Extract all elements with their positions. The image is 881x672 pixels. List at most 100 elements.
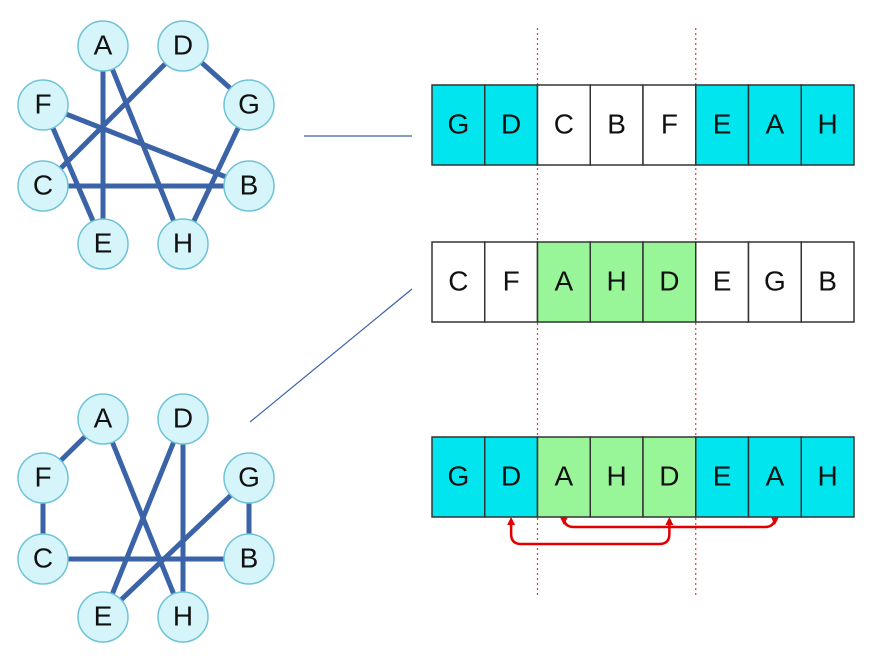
cell-background — [695, 436, 750, 518]
swap-arrows — [507, 516, 779, 546]
graph-bottom: A D F G C B E H — [17, 393, 275, 643]
node-circle — [157, 591, 209, 643]
sequence-cell: F — [484, 241, 539, 323]
sequence-cell: D — [642, 241, 697, 323]
sequence-cell: C — [431, 241, 486, 323]
node-e: E — [77, 218, 129, 270]
cell-background — [800, 241, 855, 323]
node-label: D — [173, 402, 193, 433]
cell-background — [747, 84, 802, 166]
sequence-cell: E — [695, 436, 750, 518]
sequence-cell: H — [800, 84, 855, 166]
sequence-cell: A — [536, 436, 591, 518]
cell-label: H — [607, 265, 627, 296]
cell-background — [431, 84, 486, 166]
node-label: C — [33, 542, 53, 573]
sequence-cell: D — [484, 436, 539, 518]
node-label: H — [173, 227, 193, 258]
sequence-cell: B — [800, 241, 855, 323]
cell-background — [800, 436, 855, 518]
node-circle — [17, 160, 69, 212]
cell-label: H — [607, 460, 627, 491]
graph-top: A D F G C B E H — [17, 20, 275, 270]
node-circle — [77, 393, 129, 445]
node-label: F — [34, 88, 51, 119]
node-circle — [77, 20, 129, 72]
node-g: G — [223, 452, 275, 504]
node-e: E — [77, 591, 129, 643]
node-circle — [17, 533, 69, 585]
node-f: F — [17, 79, 69, 131]
cell-background — [695, 241, 750, 323]
sequence-cell: A — [747, 84, 802, 166]
node-circle — [223, 79, 275, 131]
cell-label: E — [713, 460, 732, 491]
connector-bottom — [249, 288, 413, 423]
node-a: A — [77, 20, 129, 72]
node-c: C — [17, 533, 69, 585]
node-label: B — [240, 542, 259, 573]
node-label: A — [94, 29, 113, 60]
cell-label: G — [764, 265, 786, 296]
cell-label: D — [659, 265, 679, 296]
sequence-cell: H — [589, 241, 644, 323]
node-h: H — [157, 591, 209, 643]
cell-label: F — [661, 108, 678, 139]
sequence-cell: C — [536, 84, 591, 166]
node-b: B — [223, 533, 275, 585]
cell-label: A — [555, 265, 574, 296]
node-a: A — [77, 393, 129, 445]
swap-arrow-1 — [507, 517, 674, 546]
node-label: D — [173, 29, 193, 60]
sequence-cell: D — [484, 84, 539, 166]
cell-label: D — [501, 460, 521, 491]
node-b: B — [223, 160, 275, 212]
node-c: C — [17, 160, 69, 212]
cell-label: C — [554, 108, 574, 139]
cell-label: E — [713, 265, 732, 296]
sequence-cell: H — [589, 436, 644, 518]
cell-label: H — [818, 108, 838, 139]
sequence-cell: F — [642, 84, 697, 166]
swap-arrow-2 — [559, 516, 779, 529]
cell-background — [536, 84, 591, 166]
cell-label: A — [766, 108, 785, 139]
node-d: D — [157, 20, 209, 72]
node-circle — [77, 591, 129, 643]
cell-label: F — [503, 265, 520, 296]
sequence-cell: G — [747, 241, 802, 323]
node-label: F — [34, 461, 51, 492]
cell-label: A — [555, 460, 574, 491]
cell-label: C — [448, 265, 468, 296]
cell-label: E — [713, 108, 732, 139]
node-circle — [157, 218, 209, 270]
connectors — [249, 135, 413, 423]
cell-background — [642, 436, 697, 518]
node-label: E — [94, 600, 113, 631]
node-circle — [157, 393, 209, 445]
sequence-cell: A — [747, 436, 802, 518]
cell-background — [695, 84, 750, 166]
cell-label: G — [447, 108, 469, 139]
cell-background — [642, 241, 697, 323]
sequence-cell: A — [536, 241, 591, 323]
node-circle — [157, 20, 209, 72]
edge-g-e — [101, 476, 251, 619]
sequence-cell: G — [431, 436, 486, 518]
node-h: H — [157, 218, 209, 270]
sequence-cell: B — [589, 84, 644, 166]
cell-background — [589, 84, 644, 166]
node-circle — [223, 160, 275, 212]
node-label: G — [238, 88, 260, 119]
edge-d-e — [100, 418, 186, 618]
cell-label: G — [447, 460, 469, 491]
cell-label: D — [659, 460, 679, 491]
sequence-cell: H — [800, 436, 855, 518]
cell-background — [800, 84, 855, 166]
node-label: E — [94, 227, 113, 258]
cell-label: H — [818, 460, 838, 491]
